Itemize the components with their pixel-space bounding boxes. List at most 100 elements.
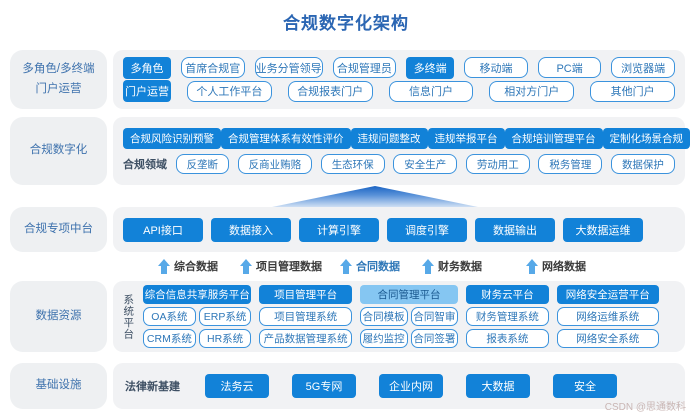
section-label-portal: 多角色/多终端 门户运营 [10,50,107,109]
platform-header: 合同管理平台 [359,285,459,304]
system-item: 网络运维系统 [556,307,659,326]
dataflow: 项目管理数据 [240,256,322,276]
system-item: HR系统 [198,329,252,348]
section-label-digital: 合规数字化 [10,117,107,185]
midplatform-panel: API接口 数据接入 计算引擎 调度引擎 数据输出 大数据运维 [113,207,685,252]
section-label-infrastructure: 基础设施 [10,363,107,409]
system-item: 合同模板 [359,307,408,326]
domain-row-label: 合规领域 [123,159,167,171]
section-label-portal-line2: 门户运营 [35,82,82,95]
system-row: OA系统 ERP系统 [143,307,252,326]
midplatform-item: 计算引擎 [299,217,379,242]
dataflow: 网络数据 [526,256,586,276]
system-column-shared-info: 综合信息共享服务平台 OA系统 ERP系统 CRM系统 HR系统 [143,285,252,348]
domain-item: 反垄断 [175,154,230,174]
dataflow: 合同数据 [340,256,400,276]
digital-panel: 合规风险识别预警 合规管理体系有效性评价 违规问题整改 违规举报平台 合规培训管… [113,117,690,185]
compliance-app: 违规举报平台 [427,128,505,149]
domain-item: 安全生产 [393,154,458,174]
infra-prefix-label: 法律新基建 [125,381,180,393]
infra-item: 安全 [553,374,617,398]
compliance-domains-row: 合规领域 反垄断 反商业贿赂 生态环保 安全生产 劳动用工 税务管理 数据保护 [123,154,675,174]
role-item: 业务分管领导 [254,57,323,79]
infrastructure-panel: 法律新基建 法务云 5G专网 企业内网 大数据 安全 [113,363,685,409]
system-column-contract: 合同管理平台 合同模板 合同智审 履约监控 合同签署 [359,285,459,348]
platform-header: 网络安全运营平台 [556,285,659,304]
compliance-app: 定制化场景合规 [602,128,690,149]
portal-item: 合规报表门户 [287,80,373,102]
compliance-app: 违规问题整改 [350,128,428,149]
portal-item: 其他门户 [590,80,675,102]
domain-item: 税务管理 [538,154,603,174]
system-item: 财务管理系统 [466,307,549,326]
system-column-project: 项目管理平台 项目管理系统 产品数据管理系统 [259,285,352,348]
role-tag: 多角色 [123,56,171,79]
compliance-app: 合规培训管理平台 [504,128,603,149]
dataflow: 综合数据 [158,256,218,276]
domain-item: 生态环保 [320,154,385,174]
up-arrow-icon [240,258,252,274]
platform-header: 综合信息共享服务平台 [143,285,252,304]
section-label-portal-line1: 多角色/多终端 [22,62,95,75]
dataflow-label: 综合数据 [174,261,218,273]
system-column-network-security: 网络安全运营平台 网络运维系统 网络安全系统 [556,285,659,348]
system-item: 履约监控 [359,329,408,348]
system-item: 报表系统 [466,329,549,348]
system-row: 财务管理系统 [466,307,549,326]
midplatform-item: 调度引擎 [387,217,467,242]
section-label-resources: 数据资源 [10,281,107,352]
section-label-resources-text: 数据资源 [35,309,82,322]
section-label-midplatform-text: 合规专项中台 [24,222,93,235]
compliance-app: 合规管理体系有效性评价 [221,128,351,149]
upflow-triangle-icon [272,186,478,207]
system-row: 网络运维系统 [556,307,659,326]
system-item: 项目管理系统 [259,307,352,326]
domain-item: 反商业贿赂 [237,154,313,174]
system-platform-vertical-label: 系统平台 [122,293,135,340]
compliance-apps-row: 合规风险识别预警 合规管理体系有效性评价 违规问题整改 违规举报平台 合规培训管… [123,128,690,149]
section-label-midplatform: 合规专项中台 [10,207,107,252]
infra-item: 企业内网 [379,374,443,398]
system-item: 产品数据管理系统 [259,329,352,348]
infra-item: 5G专网 [292,374,356,398]
system-row: 报表系统 [466,329,549,348]
midplatform-item: 数据输出 [475,217,555,242]
compliance-app: 合规风险识别预警 [123,128,221,149]
system-row: 履约监控 合同签署 [359,329,459,348]
system-row: 产品数据管理系统 [259,329,352,348]
dataflow-label: 财务数据 [438,261,482,273]
portals-row: 门户运营 个人工作平台 合规报表门户 信息门户 相对方门户 其他门户 [123,80,675,103]
system-item: 合同签署 [410,329,459,348]
midplatform-item: 大数据运维 [563,217,643,242]
domain-item: 劳动用工 [465,154,530,174]
system-row: 合同模板 合同智审 [359,307,459,326]
portal-tag: 门户运营 [123,80,171,103]
portal-item: 相对方门户 [489,80,575,102]
system-row: 项目管理系统 [259,307,352,326]
resources-panel: 系统平台 综合信息共享服务平台 OA系统 ERP系统 CRM系统 HR系统 项目… [113,281,685,352]
dataflow-label: 合同数据 [356,261,400,273]
system-item: 合同智审 [410,307,459,326]
system-row: 网络安全系统 [556,329,659,348]
system-item: 网络安全系统 [556,329,659,348]
section-label-digital-text: 合规数字化 [29,144,88,157]
dataflow: 财务数据 [422,256,482,276]
terminal-tag: 多终端 [406,56,455,79]
terminal-item: 移动端 [464,57,528,79]
system-item: CRM系统 [143,329,196,348]
watermark: CSDN @思通数科 [604,402,686,413]
up-arrow-icon [526,258,538,274]
dataflow-label: 项目管理数据 [256,261,322,273]
system-row: CRM系统 HR系统 [143,329,252,348]
system-item: ERP系统 [198,307,252,326]
portal-item: 信息门户 [388,80,474,102]
midplatform-item: API接口 [123,217,203,242]
up-arrow-icon [422,258,434,274]
system-item: OA系统 [143,307,196,326]
platform-header: 财务云平台 [466,285,549,304]
up-arrow-icon [158,258,170,274]
portal-panel: 多角色 首席合规官 业务分管领导 合规管理员 多终端 移动端 PC端 浏览器端 … [113,50,685,109]
page-title: 合规数字化架构 [283,14,409,33]
infra-item: 法务云 [205,374,269,398]
